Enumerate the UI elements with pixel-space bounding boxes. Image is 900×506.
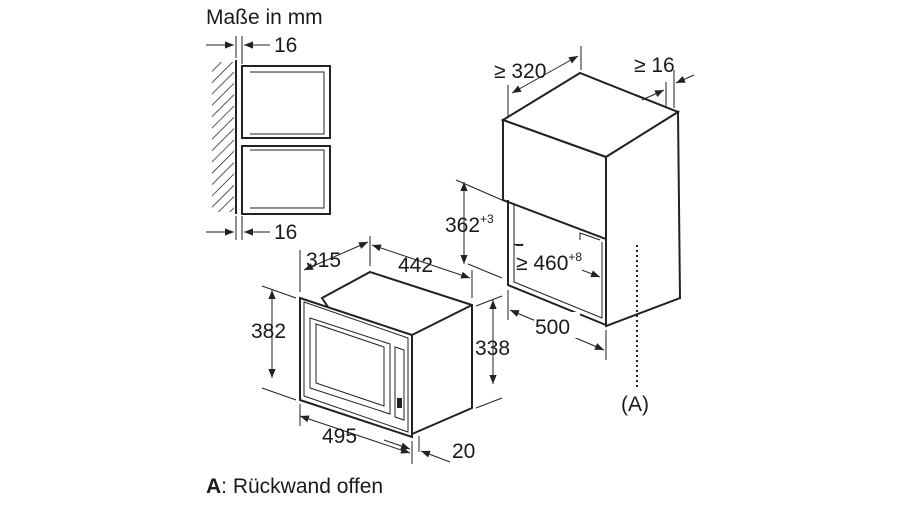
wall-side-view: 16 16 xyxy=(206,34,331,244)
bottom-gap-label: 16 xyxy=(274,221,297,244)
depth-315-label: 315 xyxy=(306,249,341,272)
min-side-label: ≥ 16 xyxy=(634,54,675,77)
top-gap-label: 16 xyxy=(274,34,297,57)
width-495-label: 495 xyxy=(322,425,357,448)
height-382-label: 382 xyxy=(251,320,286,343)
marker-a-label: (A) xyxy=(621,393,649,416)
legend: A: Rückwand offen xyxy=(206,475,383,498)
niche-width-label: ≥ 460+8 xyxy=(516,250,582,275)
niche-height-label: 362+3 xyxy=(445,212,494,237)
height-338-label: 338 xyxy=(475,337,510,360)
units-label: Maße in mm xyxy=(206,6,323,29)
cabinet-drawing: (A) ≥ 320 ≥ 16 362+3 ≥ 460+8 500 xyxy=(445,46,695,416)
min-depth-label: ≥ 320 xyxy=(494,60,546,83)
width-442-label: 442 xyxy=(398,254,433,277)
depth-500-label: 500 xyxy=(535,316,570,339)
depth-20-label: 20 xyxy=(452,440,475,463)
microwave-drawing: 315 442 382 338 495 20 xyxy=(251,236,510,464)
